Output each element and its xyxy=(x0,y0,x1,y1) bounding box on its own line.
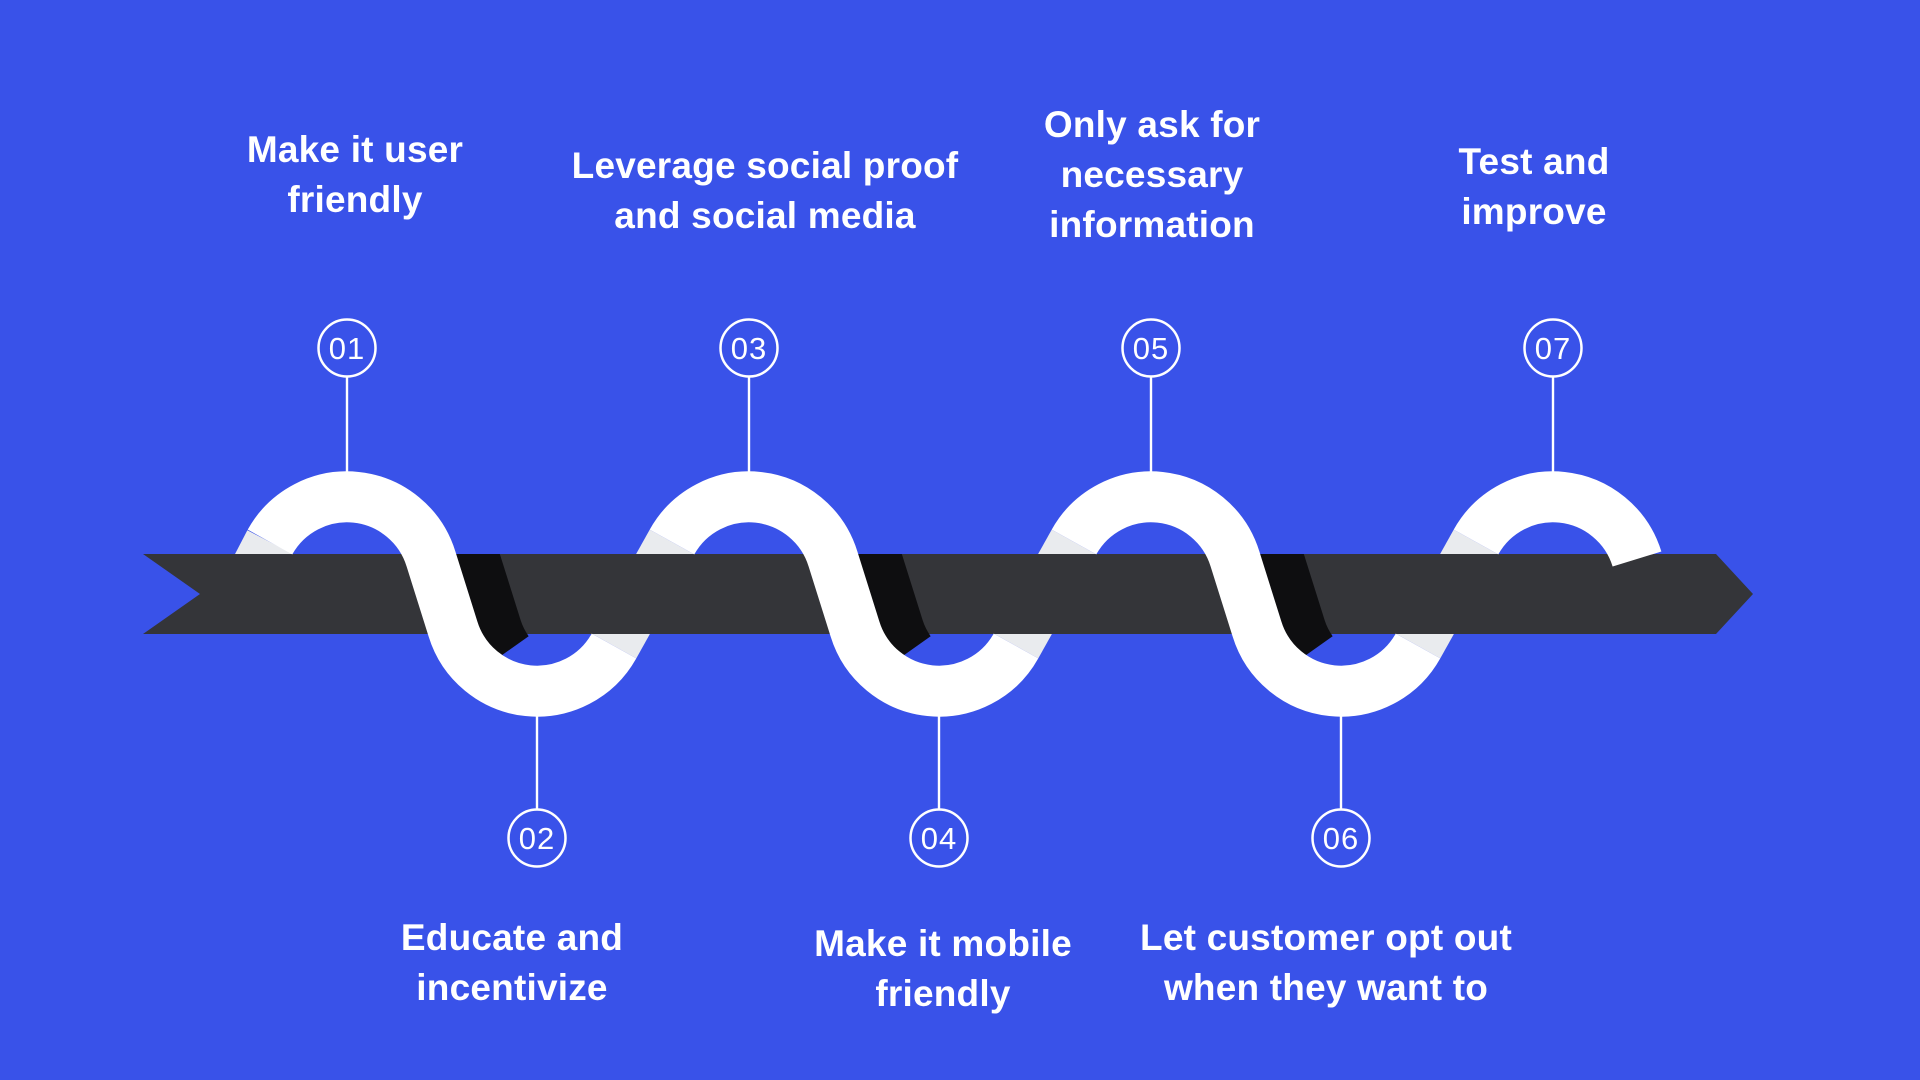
step-number-circle-1 xyxy=(317,318,377,378)
wave-shadow-2 xyxy=(839,554,932,670)
step-number-circle-7 xyxy=(1523,318,1583,378)
step-number-2: 02 xyxy=(519,821,555,856)
step-label-6-line-2: when they want to xyxy=(1163,967,1489,1008)
step-label-5-line-1: Only ask for xyxy=(1043,104,1261,145)
step-label-4-line-2: friendly xyxy=(875,973,1011,1014)
step-label-6: Let customer opt out when they want to xyxy=(1140,913,1512,1013)
step-number-circle-4 xyxy=(909,808,969,868)
wave-shadow-3 xyxy=(1241,554,1334,670)
wave-over-segment-3 xyxy=(1051,471,1441,717)
step-number-5: 05 xyxy=(1133,331,1169,366)
step-label-3: Leverage social proof and social media xyxy=(572,141,959,241)
step-number-circle-3 xyxy=(719,318,779,378)
step-label-2-line-1: Educate and xyxy=(400,917,624,958)
wave-over-segment-4 xyxy=(1453,471,1662,568)
step-label-3-line-1: Leverage social proof xyxy=(571,145,959,186)
step-label-5-line-3: information xyxy=(1049,204,1255,245)
step-number-circle-6 xyxy=(1311,808,1371,868)
step-number-6: 06 xyxy=(1323,821,1359,856)
step-label-3-line-2: and social media xyxy=(614,195,916,236)
step-label-1-line-1: Make it user xyxy=(246,129,464,170)
step-label-4-line-1: Make it mobile xyxy=(814,923,1072,964)
wave-over-segment-1 xyxy=(247,471,637,717)
step-label-5-line-2: necessary xyxy=(1060,154,1244,195)
arrow-ribbon xyxy=(143,554,1753,634)
step-label-7: Test and improve xyxy=(1459,137,1610,237)
step-label-2: Educate and incentivize xyxy=(401,913,623,1013)
step-label-7-line-2: improve xyxy=(1461,191,1607,232)
step-label-6-line-1: Let customer opt out xyxy=(1140,917,1512,958)
step-label-4: Make it mobile friendly xyxy=(814,919,1072,1019)
step-label-7-line-1: Test and xyxy=(1458,141,1610,182)
wave-over-segment-2 xyxy=(649,471,1039,717)
step-label-2-line-2: incentivize xyxy=(416,967,608,1008)
step-number-7: 07 xyxy=(1535,331,1571,366)
step-number-4: 04 xyxy=(921,821,957,856)
step-number-3: 03 xyxy=(731,331,767,366)
step-label-1-line-2: friendly xyxy=(287,179,423,220)
wave-shadow-1 xyxy=(437,554,530,670)
step-label-1: Make it user friendly xyxy=(247,125,463,225)
step-number-1: 01 xyxy=(329,331,365,366)
step-label-5: Only ask for necessary information xyxy=(1044,100,1260,250)
step-number-circle-2 xyxy=(507,808,567,868)
step-number-circle-5 xyxy=(1121,318,1181,378)
